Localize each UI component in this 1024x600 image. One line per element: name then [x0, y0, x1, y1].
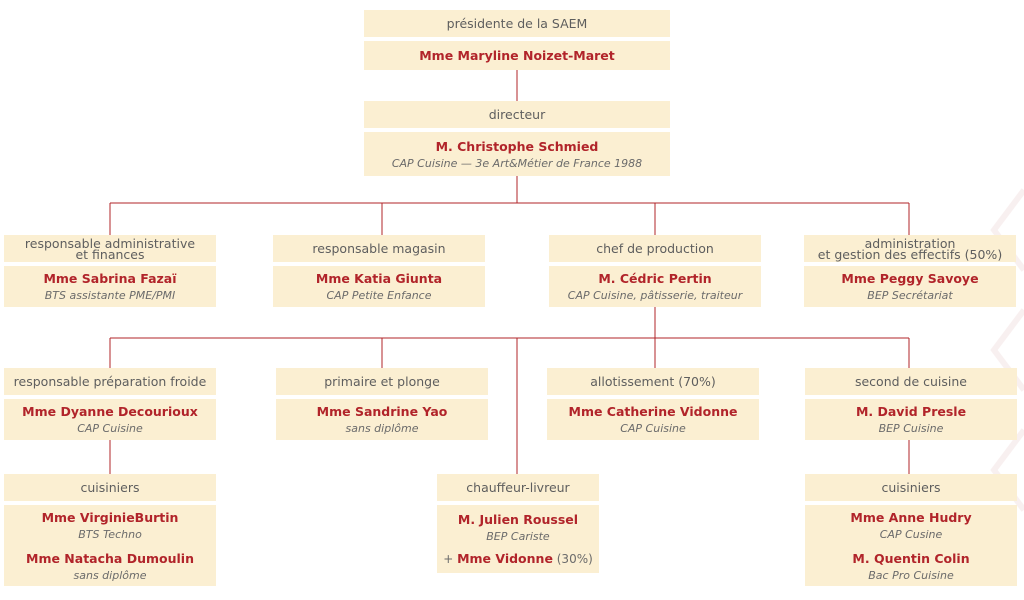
cold-prep-name: Mme Dyanne Decourioux: [22, 404, 198, 419]
admin-staff-name: Mme Peggy Savoye: [841, 271, 979, 286]
sous-chef-qualification: BEP Cuisine: [878, 422, 944, 435]
production-name-box: M. Cédric Pertin CAP Cuisine, pâtisserie…: [549, 266, 761, 307]
production-qualification: CAP Cuisine, pâtisserie, traiteur: [567, 289, 743, 302]
magasin-name-box: Mme Katia Giunta CAP Petite Enfance: [273, 266, 485, 307]
cooks-left-name-1: Mme VirginieBurtin: [41, 509, 179, 525]
magasin-role: responsable magasin: [312, 241, 446, 256]
admin-finance-role-line2: et finances: [75, 246, 145, 262]
allotment-role-box: allotissement (70%): [547, 368, 759, 395]
admin-finance-role-line1: responsable administrative: [24, 235, 196, 251]
cooks-right-role-box: cuisiniers: [805, 474, 1017, 501]
cooks-right-qualification-1: CAP Cusine: [879, 527, 943, 541]
president-name-box: Mme Maryline Noizet-Maret: [364, 41, 670, 70]
admin-finance-qualification: BTS assistante PME/PMI: [44, 289, 176, 302]
cooks-right-name-2: M. Quentin Colin: [852, 550, 970, 566]
dishwashing-name: Mme Sandrine Yao: [316, 404, 448, 419]
sous-chef-role-box: second de cuisine: [805, 368, 1017, 395]
admin-finance-name: Mme Sabrina Fazaï: [43, 271, 177, 286]
production-role-box: chef de production: [549, 235, 761, 262]
cold-prep-name-box: Mme Dyanne Decourioux CAP Cuisine: [4, 399, 216, 440]
driver-role: chauffeur-livreur: [466, 480, 570, 495]
admin-staff-role-line2: et gestion des effectifs (50%): [817, 246, 1003, 262]
allotment-name: Mme Catherine Vidonne: [568, 404, 738, 419]
cold-prep-role: responsable préparation froide: [13, 374, 207, 389]
dishwashing-role: primaire et plonge: [324, 374, 440, 389]
admin-staff-role-line1: administration: [864, 235, 956, 251]
director-name-box: M. Christophe Schmied CAP Cuisine — 3e A…: [364, 132, 670, 176]
production-role: chef de production: [596, 241, 714, 256]
cooks-right-role: cuisiniers: [881, 480, 941, 495]
driver-qualification: BEP Cariste: [486, 530, 550, 543]
allotment-qualification: CAP Cuisine: [620, 422, 686, 435]
magasin-name: Mme Katia Giunta: [315, 271, 443, 286]
cooks-left-qualification-1: BTS Techno: [78, 527, 142, 541]
cooks-right-name-1: Mme Anne Hudry: [850, 509, 972, 525]
cooks-right-qualification-2: Bac Pro Cuisine: [868, 568, 954, 582]
production-name: M. Cédric Pertin: [598, 271, 712, 286]
dishwashing-name-box: Mme Sandrine Yao sans diplôme: [276, 399, 488, 440]
magasin-qualification: CAP Petite Enfance: [326, 289, 432, 302]
cold-prep-role-box: responsable préparation froide: [4, 368, 216, 395]
sous-chef-name: M. David Presle: [855, 404, 967, 419]
driver-extra-line: + Mme Vidonne (30%): [443, 551, 593, 566]
cooks-left-qualification-2: sans diplôme: [73, 568, 147, 582]
admin-finance-role-box: responsable administrative et finances: [4, 235, 216, 262]
cooks-left-role-box: cuisiniers: [4, 474, 216, 501]
president-role: présidente de la SAEM: [446, 16, 588, 31]
driver-extra-percent: (30%): [556, 552, 593, 566]
director-role-box: directeur: [364, 101, 670, 128]
dishwashing-qualification: sans diplôme: [345, 422, 419, 435]
magasin-role-box: responsable magasin: [273, 235, 485, 262]
cooks-left-names-box: Mme VirginieBurtin BTS Techno Mme Natach…: [4, 505, 216, 586]
president-role-box: présidente de la SAEM: [364, 10, 670, 37]
cold-prep-qualification: CAP Cuisine: [77, 422, 143, 435]
dishwashing-role-box: primaire et plonge: [276, 368, 488, 395]
allotment-role: allotissement (70%): [590, 374, 716, 389]
admin-staff-role-box: administration et gestion des effectifs …: [804, 235, 1016, 262]
admin-staff-qualification: BEP Secrétariat: [867, 289, 953, 302]
director-qualification: CAP Cuisine — 3e Art&Métier de France 19…: [391, 156, 643, 170]
sous-chef-name-box: M. David Presle BEP Cuisine: [805, 399, 1017, 440]
driver-names-box: M. Julien Roussel BEP Cariste + Mme Vido…: [437, 505, 599, 573]
driver-role-box: chauffeur-livreur: [437, 474, 599, 501]
president-name: Mme Maryline Noizet-Maret: [419, 48, 615, 63]
admin-staff-name-box: Mme Peggy Savoye BEP Secrétariat: [804, 266, 1016, 307]
cooks-left-name-2: Mme Natacha Dumoulin: [26, 550, 194, 566]
sous-chef-role: second de cuisine: [854, 374, 968, 389]
driver-name: M. Julien Roussel: [457, 512, 579, 527]
director-name: M. Christophe Schmied: [435, 138, 599, 154]
driver-extra-name: Mme Vidonne: [457, 551, 553, 566]
cooks-left-role: cuisiniers: [80, 480, 140, 495]
allotment-name-box: Mme Catherine Vidonne CAP Cuisine: [547, 399, 759, 440]
admin-finance-name-box: Mme Sabrina Fazaï BTS assistante PME/PMI: [4, 266, 216, 307]
director-role: directeur: [488, 107, 546, 122]
cooks-right-names-box: Mme Anne Hudry CAP Cusine M. Quentin Col…: [805, 505, 1017, 586]
driver-extra-prefix: +: [443, 552, 454, 566]
